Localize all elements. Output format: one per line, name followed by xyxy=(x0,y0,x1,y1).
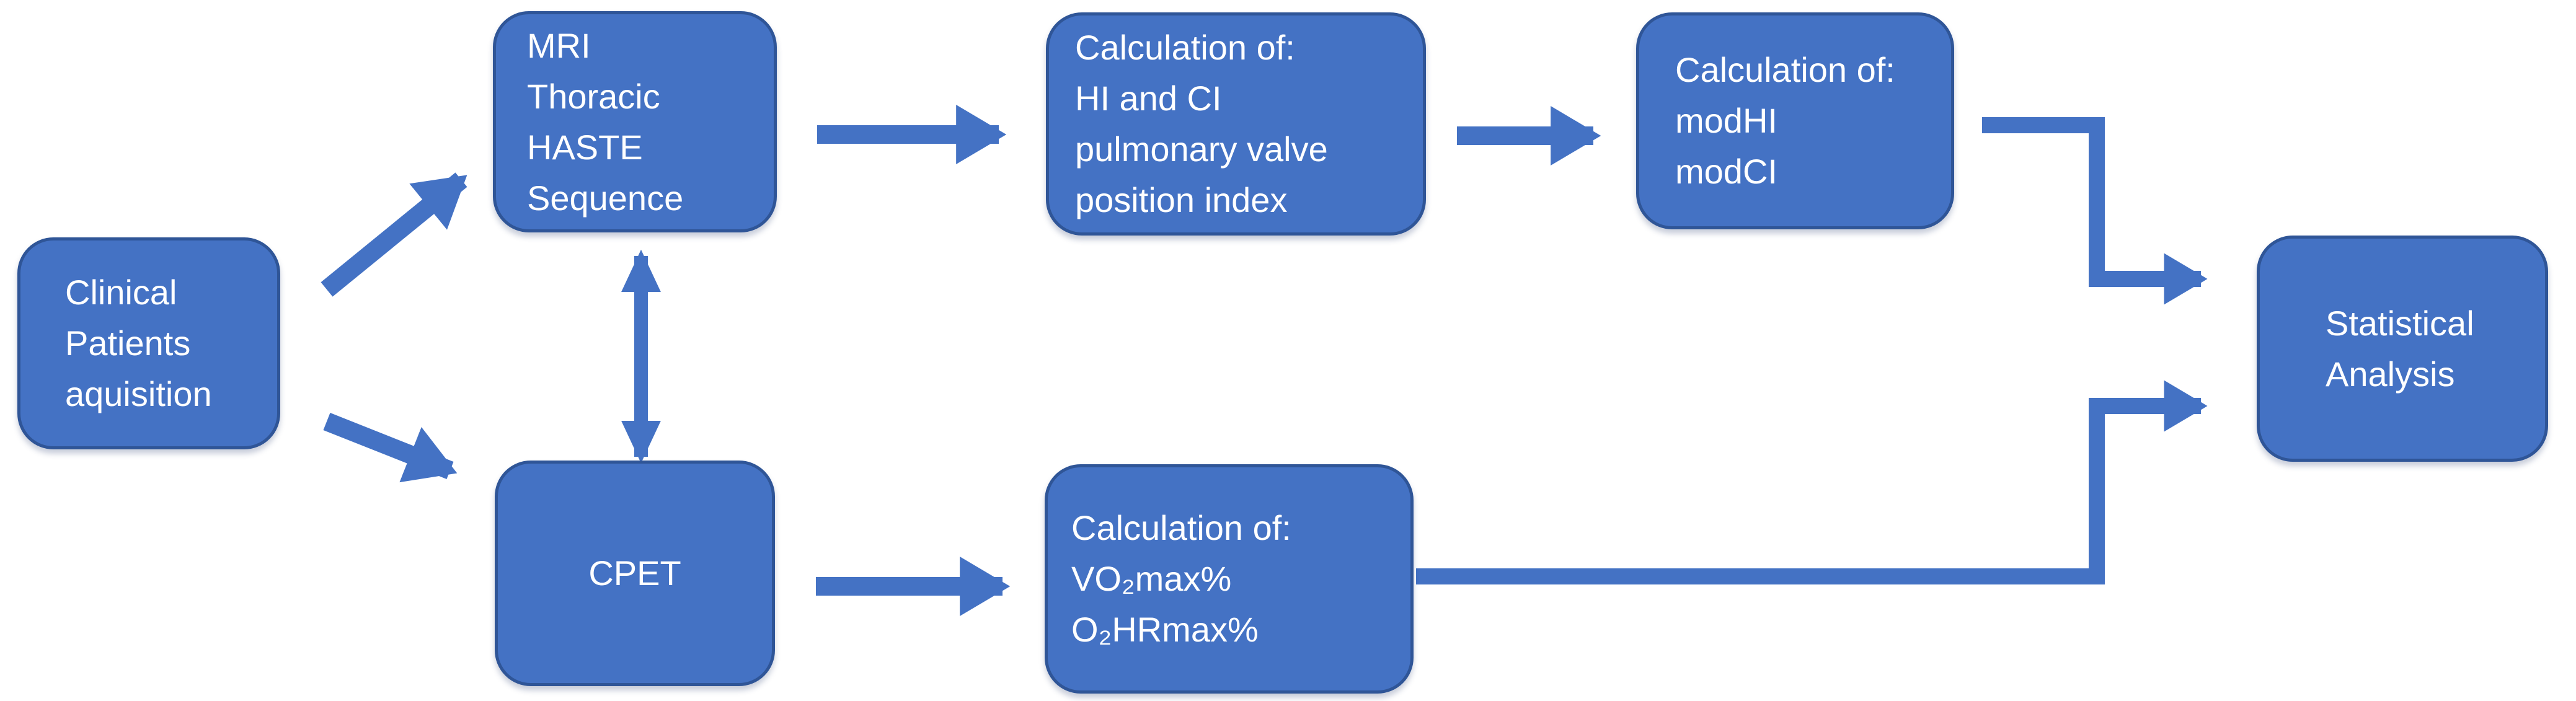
node-clinical-patients-aquisition: Clinical Patients aquisition xyxy=(17,237,280,449)
node-label-line: Calculation of: xyxy=(1075,28,1295,67)
node-label-line: HASTE xyxy=(527,127,643,167)
node-label-line: HI and CI xyxy=(1075,79,1222,118)
node-label-line: aquisition xyxy=(65,374,212,413)
node-label-line: Analysis xyxy=(2326,354,2455,394)
arrow-clinical-to-mri xyxy=(321,172,467,297)
node-label-line: Statistical xyxy=(2326,303,2474,343)
node-label-line: CPET xyxy=(588,553,681,593)
arrow-mod-to-statistical xyxy=(1982,117,2208,305)
node-mri-thoracic-haste-sequence: MRI Thoracic HASTE Sequence xyxy=(493,11,777,232)
node-label-line: position index xyxy=(1075,180,1288,219)
arrow-vo2-to-statistical xyxy=(1416,380,2208,584)
node-label-line: Calculation of: xyxy=(1675,50,1895,89)
node-calculation-hi-ci-pulmonary-valve-position-index: Calculation of: HI and CI pulmonary valv… xyxy=(1046,12,1426,236)
node-label-line: Thoracic xyxy=(527,76,660,116)
node-label-line: pulmonary valve xyxy=(1075,130,1328,169)
node-label-line: Clinical xyxy=(65,273,177,312)
node-label-line: MRI xyxy=(527,25,591,65)
node-calculation-vo2max-o2hrmax: Calculation of: VO₂max% O₂HRmax% xyxy=(1045,464,1414,694)
node-label-line: O₂HRmax% xyxy=(1071,610,1259,649)
node-calculation-modhi-modci: Calculation of: modHI modCI xyxy=(1636,12,1954,229)
node-label-line: Calculation of: xyxy=(1071,508,1291,547)
arrow-clinical-to-cpet xyxy=(323,413,458,483)
node-label-line: modHI xyxy=(1675,101,1777,140)
node-label-line: Patients xyxy=(65,324,191,363)
node-label-line: VO₂max% xyxy=(1071,559,1232,598)
node-cpet: CPET xyxy=(495,461,775,686)
node-label-line: Sequence xyxy=(527,178,684,218)
node-label-line: modCI xyxy=(1675,152,1777,191)
node-statistical-analysis: Statistical Analysis xyxy=(2257,236,2548,462)
